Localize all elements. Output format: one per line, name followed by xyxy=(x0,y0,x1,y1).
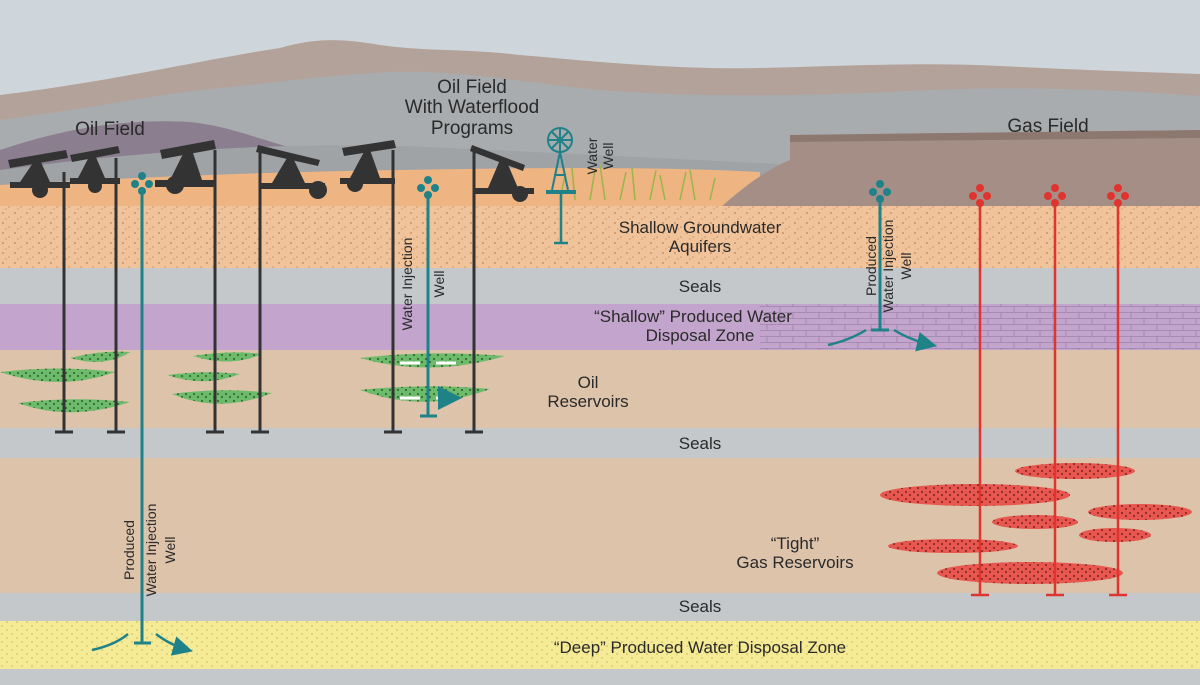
label-shallow-disposal-1: “Shallow” Produced Water xyxy=(594,307,792,326)
label-tight-gas-1: “Tight” xyxy=(771,534,820,553)
mesa xyxy=(720,130,1200,208)
gas-wells xyxy=(969,184,1129,597)
label-oil-field: Oil Field xyxy=(75,119,145,140)
label-produced-deep-2: Water Injection xyxy=(143,504,159,597)
label-water-injection-well-1: Water Injection xyxy=(399,238,415,331)
pump-jacks xyxy=(8,140,534,202)
label-oil-reservoirs-1: Oil xyxy=(578,373,599,392)
label-oil-reservoirs-2: Reservoirs xyxy=(547,392,628,411)
windmill-icon xyxy=(546,127,576,245)
grass-patch xyxy=(559,164,716,201)
label-water-well-2: Well xyxy=(600,143,616,170)
oil-reservoir-layer xyxy=(0,350,1200,428)
label-shallow-aquifers-1: Shallow Groundwater xyxy=(619,218,782,237)
label-produced-upper-1: Produced xyxy=(863,236,879,296)
label-shallow-disposal-2: Disposal Zone xyxy=(646,326,755,345)
label-produced-upper-2: Water Injection xyxy=(880,220,896,313)
label-seals-1: Seals xyxy=(679,277,722,296)
seal-layer-3 xyxy=(0,593,1200,621)
shallow-aquifer-layer xyxy=(0,206,1200,268)
water-injection-well xyxy=(400,176,456,416)
label-water-well-1: Water xyxy=(584,137,600,174)
label-deep-disposal: “Deep” Produced Water Disposal Zone xyxy=(554,638,846,657)
label-water-injection-well-2: Well xyxy=(431,271,447,298)
produced-water-injection-well-shallow xyxy=(827,180,932,345)
label-produced-deep-1: Produced xyxy=(121,520,137,580)
label-shallow-aquifers-2: Aquifers xyxy=(669,237,731,256)
seal-layer-1 xyxy=(0,268,1200,304)
seal-layer-2 xyxy=(0,428,1200,458)
base-layer xyxy=(0,669,1200,685)
produced-water-injection-well-deep xyxy=(91,172,188,650)
label-waterflood-3: Programs xyxy=(431,118,513,139)
label-produced-upper-3: Well xyxy=(898,253,914,280)
label-seals-3: Seals xyxy=(679,597,722,616)
label-gas-field: Gas Field xyxy=(1007,116,1088,137)
label-produced-deep-3: Well xyxy=(162,537,178,564)
label-seals-2: Seals xyxy=(679,434,722,453)
label-waterflood-1: Oil Field xyxy=(437,77,507,98)
label-tight-gas-2: Gas Reservoirs xyxy=(736,553,853,572)
label-waterflood-2: With Waterflood xyxy=(405,97,539,118)
gas-lenses xyxy=(880,463,1192,584)
